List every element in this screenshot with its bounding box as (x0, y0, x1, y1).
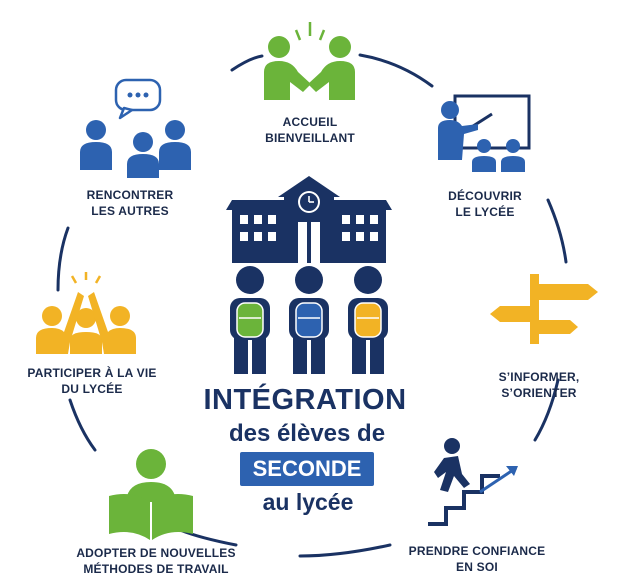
group-high-five-icon (36, 272, 136, 354)
center-subtitle: des élèves de (228, 420, 386, 447)
person-climbing-stairs-icon (428, 438, 518, 526)
center-highlight-badge: SECONDE (240, 452, 374, 486)
teacher-presentation-icon (438, 94, 531, 172)
handshake-icon (264, 22, 355, 100)
student-green-backpack-icon (230, 266, 270, 374)
school-building-icon (226, 176, 392, 263)
person-reading-book-icon (109, 449, 193, 540)
signpost-icon (490, 274, 598, 344)
group-speech-bubble-icon (80, 78, 191, 178)
student-blue-backpack-icon (289, 266, 329, 374)
center-title: INTÉGRATION (203, 384, 407, 416)
center-footer: au lycée (262, 489, 354, 515)
student-yellow-backpack-icon (348, 266, 388, 374)
item-label-informer: S’INFORMER,S’ORIENTER (498, 370, 580, 400)
cycle-ring (56, 53, 568, 558)
students-icon (230, 266, 388, 374)
